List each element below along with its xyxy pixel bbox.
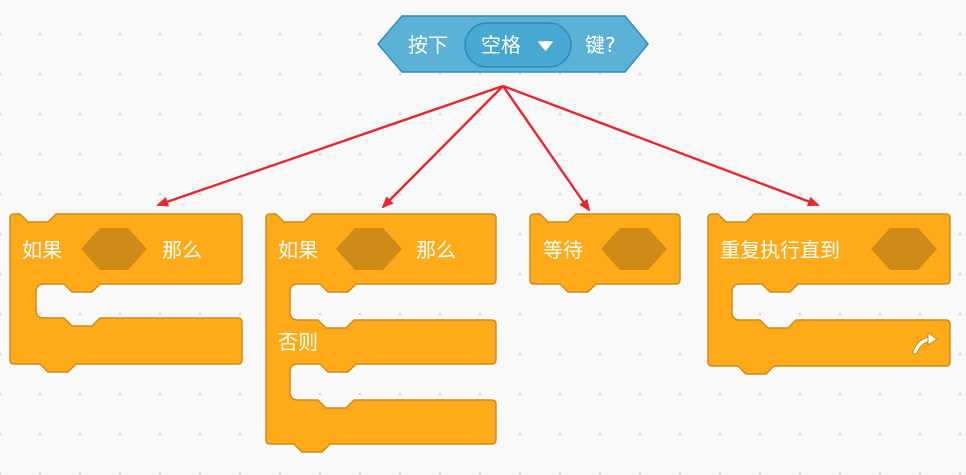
if-else-shape (265, 213, 497, 453)
repeat-until-label: 重复执行直到 (720, 238, 840, 262)
repeat-until-block[interactable]: 重复执行直到 (707, 213, 951, 375)
arrow-to-if-else (381, 85, 504, 209)
if-else-else-label: 否则 (278, 330, 318, 354)
if-else-then-label: 那么 (416, 238, 456, 262)
arrow-to-repeat-until (502, 84, 820, 207)
if-else-block[interactable]: 如果 那么 否则 (265, 213, 497, 453)
if-then-condition-slot[interactable] (81, 228, 147, 270)
key-dropdown[interactable]: 空格 (464, 22, 572, 68)
repeat-until-condition-slot[interactable] (871, 228, 937, 270)
if-else-condition-slot[interactable] (336, 228, 402, 270)
arrow-to-wait-until (502, 85, 591, 212)
if-then-block[interactable]: 如果 那么 (9, 213, 243, 373)
if-then-then-label: 那么 (162, 238, 202, 262)
key-pressed-prefix: 按下 (408, 33, 448, 57)
if-else-if-label: 如果 (278, 238, 318, 262)
key-pressed-suffix: 键? (585, 33, 616, 57)
arrow-to-if-then (156, 84, 504, 207)
if-then-shape (9, 213, 243, 373)
key-pressed-block[interactable]: 按下 空格 键? (377, 15, 649, 73)
loop-arrow-icon (912, 332, 938, 355)
wait-until-block[interactable]: 等待 (529, 213, 681, 293)
wait-until-condition-slot[interactable] (601, 228, 667, 270)
caret-down-icon (538, 41, 553, 51)
key-dropdown-value: 空格 (481, 33, 521, 57)
wait-until-label: 等待 (543, 238, 583, 262)
if-then-if-label: 如果 (22, 238, 62, 262)
arrows-group (156, 84, 820, 212)
key-dropdown-pill[interactable] (464, 22, 572, 68)
